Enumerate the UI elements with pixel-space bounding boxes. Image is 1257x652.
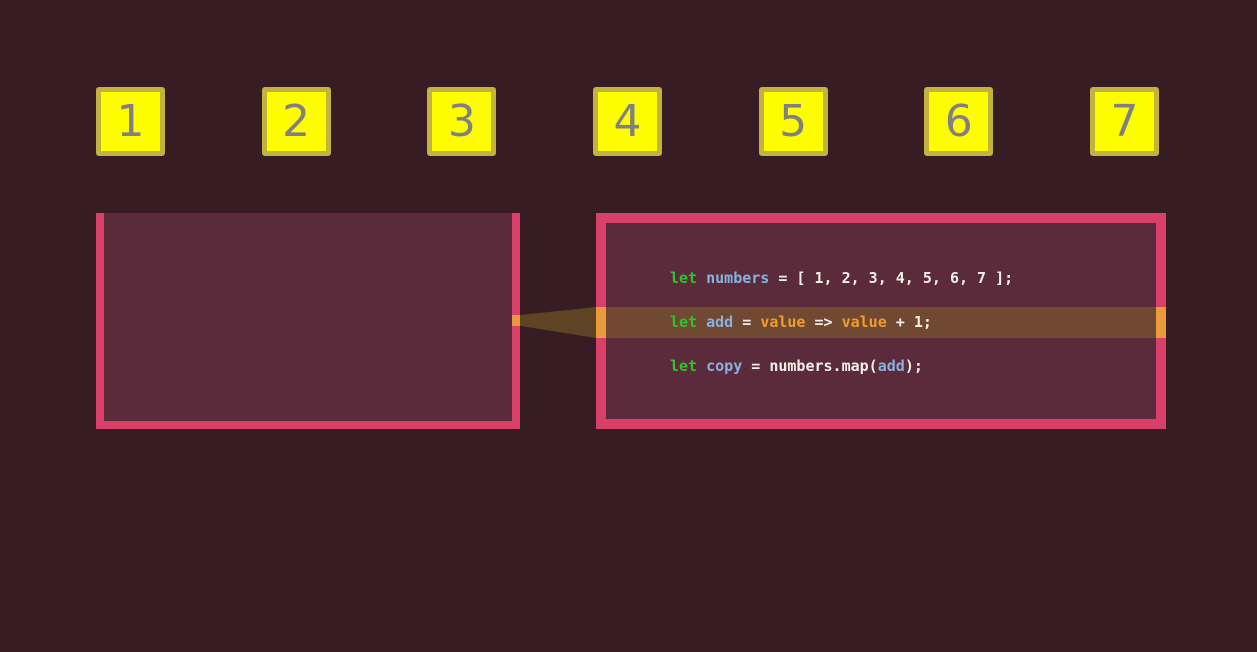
- array-item-square: 1: [96, 87, 165, 156]
- code-line-declare-add: let add = value => value + 1;: [670, 312, 932, 332]
- beam-origin-chip: [512, 315, 520, 326]
- array-item-square: 7: [1089, 87, 1159, 156]
- code-token-parameter: value: [841, 313, 887, 331]
- code-token-identifier: add: [706, 313, 734, 331]
- result-box: [96, 213, 520, 429]
- code-token-identifier: copy: [706, 357, 743, 375]
- array-item-value: 1: [116, 95, 145, 147]
- code-line-declare-numbers: let numbers = [ 1, 2, 3, 4, 5, 6, 7 ];: [670, 268, 1013, 288]
- array-item-value: 2: [282, 95, 311, 147]
- array-item-value: 3: [447, 95, 476, 147]
- array-item-value: 5: [779, 95, 808, 147]
- array-item-value: 4: [613, 95, 642, 147]
- code-token-plain: );: [904, 357, 923, 375]
- code-token-plain: = numbers.map(: [742, 357, 878, 375]
- code-token-plain: [697, 313, 706, 331]
- code-token-keyword: let: [670, 313, 698, 331]
- array-item-value: 6: [944, 95, 973, 147]
- code-token-plain: [697, 357, 706, 375]
- code-line-declare-copy: let copy = numbers.map(add);: [670, 356, 923, 376]
- code-token-identifier: add: [877, 357, 905, 375]
- array-item-square: 3: [427, 87, 497, 156]
- array-item-square: 6: [924, 87, 994, 156]
- code-token-plain: =: [733, 313, 761, 331]
- highlight-band: [596, 307, 1166, 338]
- array-item-value: 7: [1110, 95, 1139, 147]
- highlight-band-middle: [606, 307, 1156, 338]
- code-block: let numbers = [ 1, 2, 3, 4, 5, 6, 7 ];le…: [670, 0, 1190, 652]
- code-token-keyword: let: [670, 269, 698, 287]
- array-items-row: 1 2 3 4 5 6 7: [96, 87, 1159, 156]
- code-token-plain: + 1;: [886, 313, 932, 331]
- highlight-band-right-edge: [1156, 307, 1166, 338]
- code-token-plain: = [ 1, 2, 3, 4, 5, 6, 7 ];: [769, 269, 1014, 287]
- code-token-keyword: let: [670, 357, 698, 375]
- code-token-plain: =>: [805, 313, 842, 331]
- array-item-square: 5: [758, 87, 828, 156]
- code-token-identifier: numbers: [706, 269, 770, 287]
- code-token-plain: [697, 269, 706, 287]
- code-token-parameter: value: [760, 313, 806, 331]
- highlight-band-left-edge: [596, 307, 606, 338]
- array-item-square: 2: [261, 87, 331, 156]
- connector-beam: [520, 307, 596, 338]
- array-item-square: 4: [592, 87, 662, 156]
